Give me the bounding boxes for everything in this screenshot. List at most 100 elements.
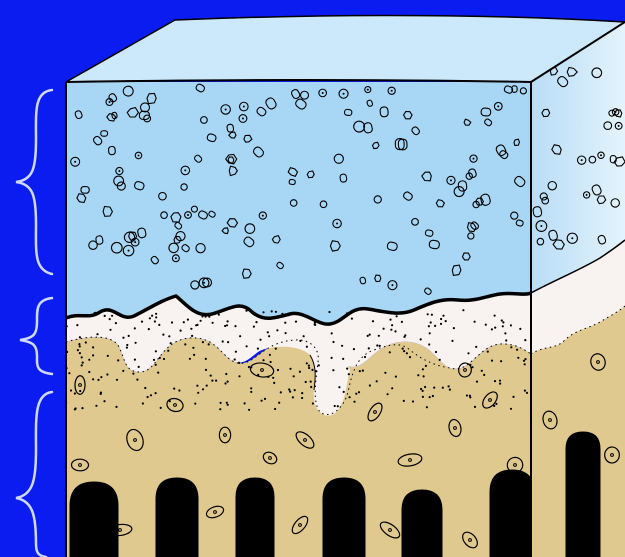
calcified-dot bbox=[384, 372, 386, 374]
calcified-dot bbox=[433, 387, 435, 389]
calcified-dot bbox=[239, 335, 241, 337]
calcified-dot bbox=[196, 385, 198, 387]
calcified-dot bbox=[104, 315, 106, 317]
calcified-dot bbox=[173, 388, 175, 390]
calcified-dot bbox=[424, 386, 426, 388]
calcified-dot bbox=[246, 345, 248, 347]
calcified-dot bbox=[153, 359, 155, 361]
calcified-dot bbox=[272, 377, 274, 379]
calcified-dot bbox=[189, 358, 191, 360]
calcified-dot bbox=[372, 320, 374, 322]
calcified-dot bbox=[425, 365, 427, 367]
brace-bone bbox=[16, 392, 52, 557]
calcified-dot bbox=[510, 324, 512, 326]
calcified-dot bbox=[311, 369, 313, 371]
calcified-dot bbox=[519, 328, 521, 330]
calcified-dot bbox=[267, 376, 269, 378]
calcified-dot bbox=[271, 310, 273, 312]
calcified-dot bbox=[493, 405, 495, 407]
calcified-dot bbox=[109, 329, 111, 331]
calcified-dot bbox=[312, 402, 314, 404]
front-face bbox=[65, 82, 534, 557]
calcified-dot bbox=[141, 321, 143, 323]
calcified-dot bbox=[274, 408, 276, 410]
calcified-dot bbox=[501, 319, 503, 321]
calcified-dot bbox=[448, 385, 450, 387]
calcified-dot bbox=[200, 320, 202, 322]
calcified-dot bbox=[293, 375, 295, 377]
calcified-dot bbox=[218, 314, 220, 316]
calcified-dot bbox=[187, 319, 189, 321]
calcified-dot bbox=[376, 380, 378, 382]
calcified-dot bbox=[510, 408, 512, 410]
calcified-dot bbox=[255, 321, 257, 323]
calcified-dot bbox=[485, 324, 487, 326]
calcified-dot bbox=[201, 315, 203, 317]
calcified-dot bbox=[122, 370, 124, 372]
calcified-dot bbox=[109, 318, 111, 320]
calcified-dot bbox=[417, 374, 419, 376]
calcified-dot bbox=[428, 343, 430, 345]
calcified-dot bbox=[285, 332, 287, 334]
marrow-canal bbox=[490, 470, 534, 557]
calcified-dot bbox=[499, 380, 501, 382]
brace-cartilage bbox=[16, 90, 52, 274]
calcified-dot bbox=[431, 314, 433, 316]
calcified-dot bbox=[79, 336, 81, 338]
calcified-dot bbox=[150, 394, 152, 396]
calcified-dot bbox=[379, 345, 381, 347]
calcified-dot bbox=[432, 395, 434, 397]
calcified-dot bbox=[315, 370, 317, 372]
calcified-dot bbox=[481, 370, 483, 372]
calcified-dot bbox=[158, 324, 160, 326]
calcified-dot bbox=[85, 341, 87, 343]
calcified-dot bbox=[273, 382, 275, 384]
calcified-dot bbox=[235, 351, 237, 353]
brace-calcified bbox=[20, 298, 52, 374]
calcified-dot bbox=[442, 387, 444, 389]
calcified-dot bbox=[524, 363, 526, 365]
calcified-dot bbox=[334, 405, 336, 407]
calcified-dot bbox=[162, 334, 164, 336]
calcified-dot bbox=[440, 318, 442, 320]
calcified-dot bbox=[192, 347, 194, 349]
calcified-dot bbox=[517, 357, 519, 359]
calcified-dot bbox=[226, 324, 228, 326]
calcified-dot bbox=[294, 389, 296, 391]
calcified-dot bbox=[193, 354, 195, 356]
calcified-dot bbox=[248, 366, 250, 368]
calcified-dot bbox=[341, 345, 343, 347]
calcified-dot bbox=[208, 316, 210, 318]
calcified-dot bbox=[202, 388, 204, 390]
calcified-dot bbox=[94, 312, 96, 314]
calcified-dot bbox=[81, 356, 83, 358]
calcified-dot bbox=[97, 379, 99, 381]
calcified-dot bbox=[82, 362, 84, 364]
calcified-dot bbox=[303, 335, 305, 337]
calcified-dot bbox=[79, 390, 81, 392]
calcified-dot bbox=[376, 344, 378, 346]
calcified-dot bbox=[314, 321, 316, 323]
calcified-dot bbox=[155, 350, 157, 352]
calcified-dot bbox=[128, 335, 130, 337]
calcified-dot bbox=[378, 335, 380, 337]
calcified-dot bbox=[149, 317, 151, 319]
calcified-dot bbox=[278, 402, 280, 404]
calcified-dot bbox=[206, 385, 208, 387]
calcified-dot bbox=[70, 389, 72, 391]
calcified-dot bbox=[391, 387, 393, 389]
calcified-dot bbox=[310, 381, 312, 383]
calcified-dot bbox=[92, 378, 94, 380]
calcified-dot bbox=[227, 381, 229, 383]
marrow-canal bbox=[156, 478, 198, 557]
calcified-dot bbox=[259, 339, 261, 341]
marrow-canal bbox=[323, 478, 365, 557]
block-top-face bbox=[66, 15, 625, 82]
calcified-dot bbox=[111, 315, 113, 317]
calcified-dot bbox=[500, 360, 502, 362]
calcified-dot bbox=[122, 337, 124, 339]
calcified-dot bbox=[423, 375, 425, 377]
calcified-dot bbox=[227, 320, 229, 322]
